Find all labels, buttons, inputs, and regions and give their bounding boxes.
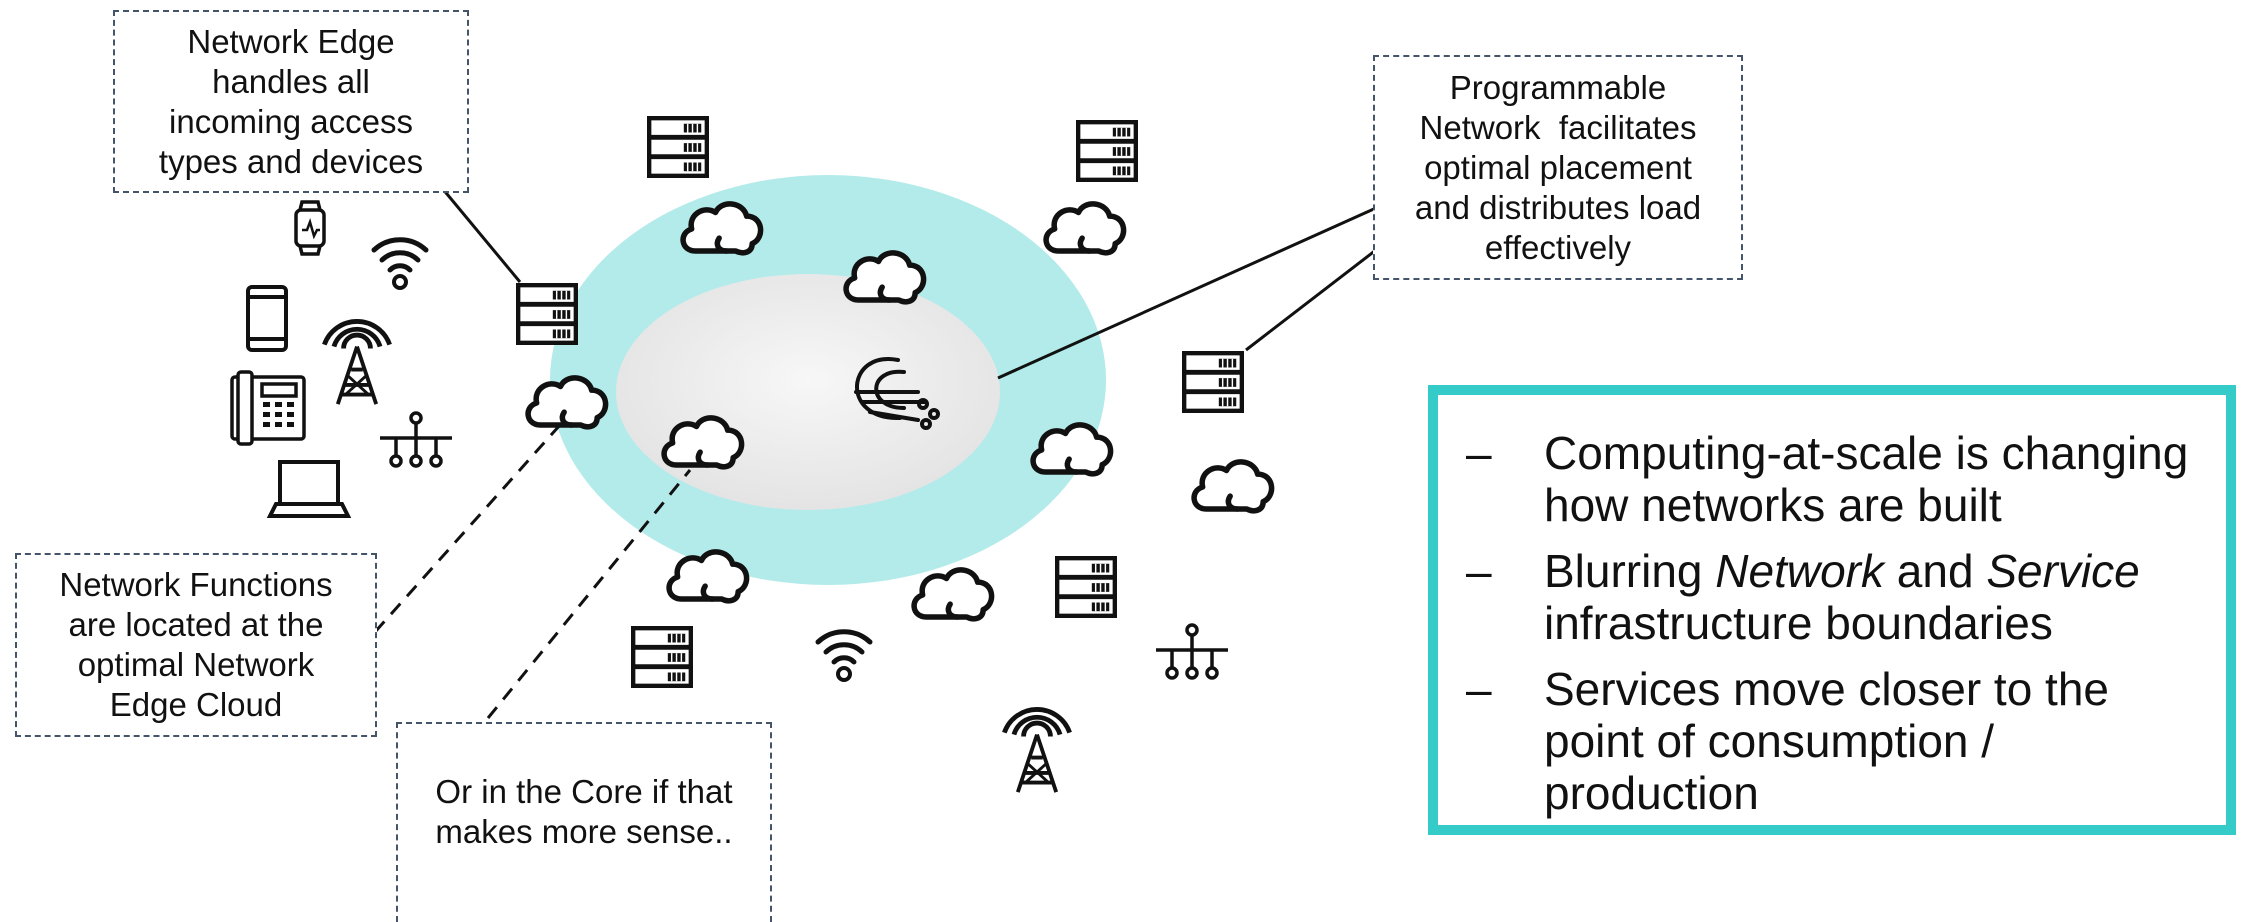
summary-item-text: Services move closer to the point of con… <box>1544 663 2110 819</box>
callout-network-functions-line: are located at the <box>68 606 324 643</box>
callout-programmable-line: and distributes load <box>1414 188 1702 226</box>
callout-programmable-line: optimal placement <box>1424 148 1692 186</box>
callout-core-line: Or in the Core if that <box>435 773 733 810</box>
callout-core-line: makes more sense.. <box>435 813 733 850</box>
bullet-dash: – <box>1466 427 1492 479</box>
summary-item-text: Computing-at-scale is changing how netwo… <box>1544 427 2189 531</box>
summary-item-text: infrastructure boundaries <box>1544 597 2053 649</box>
callout-network-functions-line: optimal Network <box>77 646 315 683</box>
summary-item: – Computing-at-scale is changing how net… <box>1466 427 2206 531</box>
cloud-icon <box>914 570 992 619</box>
summary-list: – Computing-at-scale is changing how net… <box>1438 395 2226 819</box>
cloud-icon <box>1046 204 1124 253</box>
network-node-icon <box>378 411 454 468</box>
wifi-icon <box>374 240 426 288</box>
callout-network-edge-line: types and devices <box>158 142 424 180</box>
summary-item-text: Blurring <box>1544 545 1716 597</box>
edge-connector-line <box>440 187 522 283</box>
functions-connector-line <box>373 424 562 633</box>
summary-item-emphasis: Service <box>1986 545 2140 597</box>
smartwatch-icon <box>294 200 326 256</box>
callout-programmable-line: effectively <box>1484 228 1632 266</box>
core-network-icon <box>854 357 940 430</box>
callout-programmable-line: Programmable <box>1449 68 1667 106</box>
core-connector-line <box>486 469 692 719</box>
summary-item-emphasis: Network <box>1715 545 1885 597</box>
callout-programmable-network: Programmable Network facilitates optimal… <box>1373 55 1743 280</box>
summary-item: – Blurring Network and Service infrastru… <box>1466 545 2206 649</box>
bullet-dash: – <box>1466 663 1492 715</box>
network-core <box>616 274 1000 510</box>
callout-network-edge: Network Edge handles all incoming access… <box>113 10 469 193</box>
callout-network-edge-line: Network Edge <box>187 22 395 60</box>
server-icon <box>1057 558 1115 616</box>
summary-item-text: and <box>1884 545 1987 597</box>
server-icon <box>518 285 576 343</box>
callout-network-functions-line: Edge Cloud <box>109 686 283 723</box>
callout-network-functions: Network Functions are located at the opt… <box>15 553 377 737</box>
summary-item: – Services move closer to the point of c… <box>1466 663 2206 819</box>
cell-tower-icon <box>324 321 389 404</box>
diagram-canvas: Network Edge handles all incoming access… <box>15 0 2236 922</box>
server-icon <box>633 628 691 686</box>
programmable-connector-line-core <box>997 206 1377 380</box>
cell-tower-icon <box>1004 709 1069 792</box>
smartphone-icon <box>246 285 288 352</box>
server-icon <box>649 118 707 176</box>
cloud-icon <box>1194 462 1272 511</box>
callout-network-functions-line: Network Functions <box>59 566 333 603</box>
programmable-connector-line-edge <box>1245 248 1377 352</box>
callout-network-edge-line: incoming access <box>169 102 413 140</box>
callout-network-edge-line: handles all <box>212 62 370 100</box>
network-node-icon <box>1154 623 1230 680</box>
desk-phone-icon <box>230 370 306 446</box>
server-icon <box>1078 122 1136 180</box>
diagram-graphics <box>230 0 1377 902</box>
bullet-dash: – <box>1466 545 1492 597</box>
laptop-icon <box>266 460 352 518</box>
summary-box: – Computing-at-scale is changing how net… <box>1428 385 2236 835</box>
callout-programmable-line: Network facilitates <box>1419 108 1697 146</box>
callout-core: Or in the Core if that makes more sense.… <box>396 722 772 922</box>
server-icon <box>1184 353 1242 411</box>
wifi-icon <box>818 632 870 680</box>
